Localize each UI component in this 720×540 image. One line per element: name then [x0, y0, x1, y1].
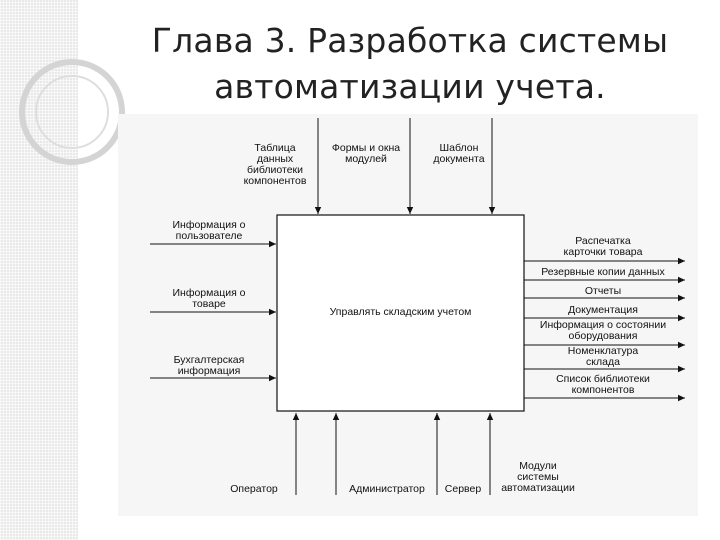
mechanism-label-3: Сервер: [444, 483, 482, 495]
function-box: [276, 214, 525, 412]
mechanism-label-1: Оператор: [230, 483, 278, 495]
slide-title-line-2: автоматизации учета.: [214, 67, 606, 106]
mechanism-label-2: Администратор: [349, 483, 425, 495]
slide-title-line-1: Глава 3. Разработка системы: [151, 21, 669, 60]
control-label-2: Формы и окна модулей: [331, 142, 401, 165]
output-label-6: Номенклатура склада: [567, 345, 639, 368]
output-label-3: Отчеты: [584, 285, 622, 297]
output-label-4: Документация: [568, 304, 638, 316]
input-label-3: Бухгалтерская информация: [173, 354, 245, 377]
mechanism-label-4: Модули системы автоматизации: [501, 460, 575, 494]
input-label-2: Информация о товаре: [172, 287, 246, 310]
input-label-1: Информация о пользователе: [172, 219, 246, 242]
output-label-7: Список библиотеки компонентов: [556, 373, 650, 396]
output-label-5: Информация о состоянии оборудования: [539, 319, 667, 342]
function-label: Управлять складским учетом: [329, 306, 472, 318]
output-label-2: Резервные копии данных: [541, 266, 665, 278]
control-label-1: Таблица данных библиотеки компонентов: [243, 142, 307, 187]
decorative-side-strip: [0, 0, 78, 540]
control-label-3: Шаблон документа: [433, 142, 485, 165]
slide-title: Глава 3. Разработка системы автоматизаци…: [110, 18, 710, 110]
output-label-1: Распечатка карточки товара: [563, 235, 643, 258]
